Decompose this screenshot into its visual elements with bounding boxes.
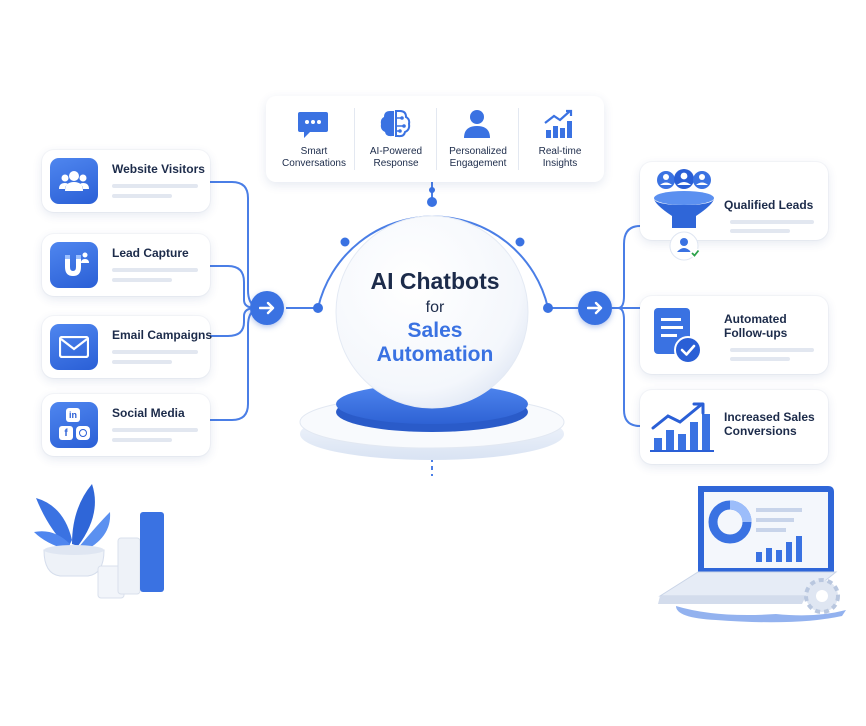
output-card-increased-sales: Increased Sales Conversions	[640, 390, 828, 464]
bar-decor	[117, 537, 141, 595]
output-label-line2: Conversions	[724, 424, 797, 438]
plant-illustration	[34, 484, 164, 599]
placeholder-line	[112, 184, 198, 188]
instagram-icon	[76, 426, 90, 440]
social-media-icon: in f	[50, 402, 98, 448]
input-card-social-media: in f Social Media	[42, 394, 210, 456]
placeholder-line	[112, 194, 172, 198]
hub-title-line4: Automation	[376, 343, 494, 366]
feature-line2: Response	[373, 158, 419, 169]
input-label: Lead Capture	[112, 246, 189, 260]
funnel-icon	[654, 169, 714, 261]
output-label-line2: Follow-ups	[724, 326, 788, 340]
person-icon	[464, 110, 490, 138]
input-card-website-visitors: Website Visitors	[42, 150, 210, 212]
input-card-email-campaigns: Email Campaigns	[42, 316, 213, 378]
placeholder-line	[112, 350, 198, 354]
hub-title-line1: AI Chatbots	[370, 268, 500, 294]
output-card-automated-follow-ups: Automated Follow-ups	[640, 296, 828, 374]
growth-chart-icon	[650, 402, 714, 452]
hub-title-line2: for	[425, 299, 445, 316]
placeholder-line	[112, 360, 172, 364]
feature-line1: Personalized	[449, 146, 507, 157]
magnet-icon	[50, 242, 98, 288]
feature-line2: Conversations	[282, 158, 346, 169]
feature-line2: Insights	[542, 158, 578, 169]
bar-decor	[140, 512, 164, 592]
input-label: Social Media	[112, 406, 185, 420]
divider	[436, 108, 437, 170]
envelope-icon	[50, 324, 98, 370]
arrow-right-icon	[259, 301, 275, 315]
ai-brain-icon	[380, 110, 411, 138]
divider	[518, 108, 519, 170]
placeholder-line	[730, 348, 814, 352]
feature-line1: Smart	[300, 146, 328, 157]
output-label: Increased Sales Conversions	[724, 410, 815, 438]
laptop-illustration	[658, 486, 846, 623]
input-label: Website Visitors	[112, 162, 205, 176]
output-label: Automated Follow-ups	[724, 312, 787, 340]
hub-title: AI Chatbots for Sales Automation	[340, 268, 530, 367]
gear-icon	[804, 578, 840, 614]
feature-line1: Real-time	[538, 146, 582, 157]
feature-line2: Engagement	[449, 158, 507, 169]
output-label-line1: Increased Sales	[724, 410, 815, 424]
divider	[354, 108, 355, 170]
document-check-icon	[654, 308, 702, 364]
users-icon	[50, 158, 98, 204]
output-label-line1: Automated	[724, 312, 787, 326]
trend-chart-icon	[544, 109, 573, 138]
output-label: Qualified Leads	[724, 198, 814, 212]
placeholder-line	[112, 438, 172, 442]
placeholder-line	[112, 428, 198, 432]
hub-title-line3: Sales	[407, 319, 463, 342]
placeholder-line	[730, 357, 790, 361]
facebook-icon: f	[59, 426, 73, 440]
feature-line1: AI-Powered	[369, 146, 423, 157]
linkedin-icon: in	[66, 408, 80, 422]
chat-bubble-icon	[298, 112, 328, 138]
placeholder-line	[112, 268, 198, 272]
placeholder-line	[730, 229, 790, 233]
flow-arrow-right	[578, 291, 612, 325]
input-card-lead-capture: Lead Capture	[42, 234, 210, 296]
input-label: Email Campaigns	[112, 328, 213, 342]
arrow-right-icon	[587, 301, 603, 315]
placeholder-line	[730, 220, 814, 224]
flow-arrow-left	[250, 291, 284, 325]
placeholder-line	[112, 278, 172, 282]
output-card-qualified-leads: Qualified Leads	[640, 162, 828, 261]
